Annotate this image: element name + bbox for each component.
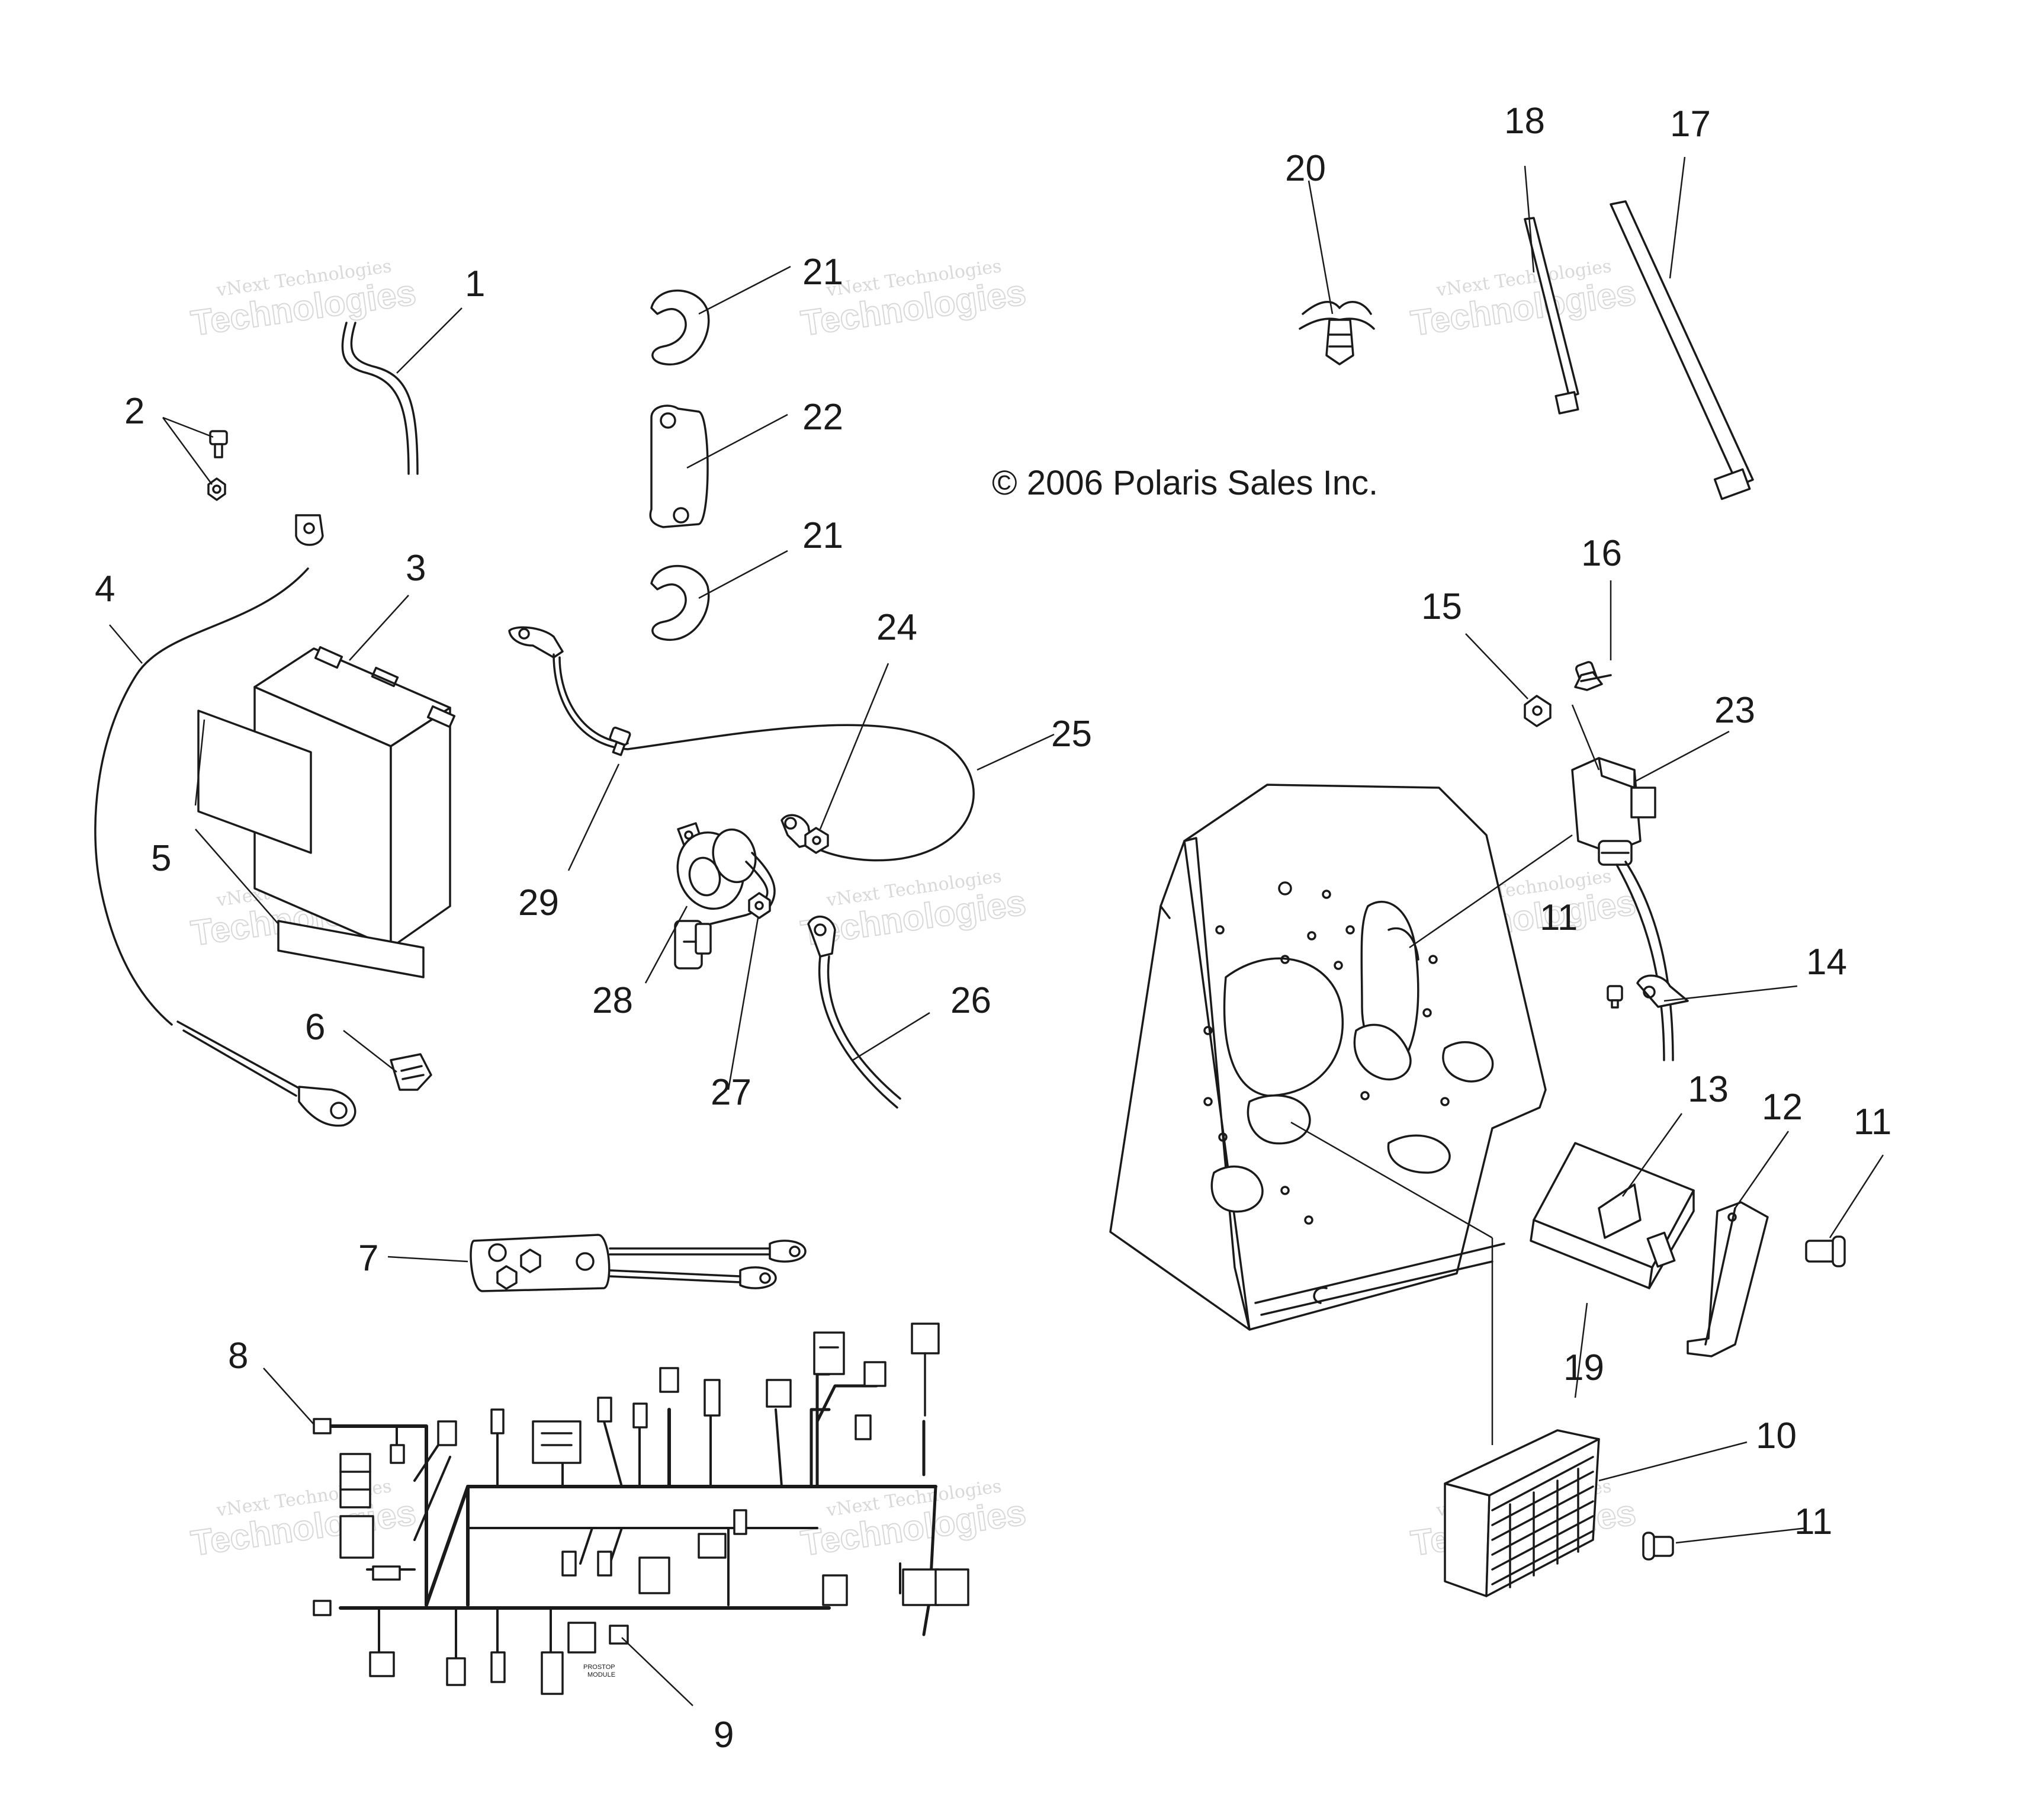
callout-22: 22 bbox=[802, 397, 843, 438]
bulkhead-plate bbox=[1109, 784, 1547, 1331]
watermark: vNext Technologies Technologies bbox=[188, 256, 419, 344]
part-25-cable bbox=[508, 626, 975, 862]
part-2-bolt-nut bbox=[207, 430, 228, 501]
callout-17: 17 bbox=[1670, 104, 1711, 145]
part-5-label bbox=[197, 710, 425, 978]
part-7-cable-assembly bbox=[470, 1234, 807, 1292]
callout-8: 8 bbox=[228, 1336, 248, 1376]
callout-21-a: 21 bbox=[802, 252, 843, 293]
part-11-bolt-bottom bbox=[1642, 1532, 1674, 1561]
part-12-bracket bbox=[1687, 1201, 1769, 1357]
part-28-solenoid bbox=[674, 822, 776, 970]
part-1-vent-tube bbox=[341, 322, 410, 475]
part-14-clamp bbox=[1636, 974, 1689, 1008]
part-13-module bbox=[1530, 1142, 1695, 1289]
part-4-cable bbox=[94, 567, 309, 1026]
part-21-clamp-bottom bbox=[650, 564, 710, 641]
part-4-cable-end bbox=[176, 1020, 303, 1097]
part-16-bolt bbox=[1574, 661, 1612, 691]
part-24-nut bbox=[804, 827, 829, 854]
callout-11-b: 11 bbox=[1854, 1102, 1891, 1142]
callout-25: 25 bbox=[1051, 714, 1092, 755]
callout-15: 15 bbox=[1421, 586, 1462, 627]
callout-20: 20 bbox=[1285, 148, 1326, 189]
part-1-vent-tube-edge bbox=[350, 322, 419, 475]
callout-13: 13 bbox=[1688, 1069, 1729, 1110]
watermark: vNext Technologies Technologies bbox=[1408, 256, 1639, 344]
leader-lines bbox=[109, 156, 1884, 1706]
part-20-push-clip bbox=[1299, 301, 1375, 365]
module-label-line1: PROSTOP bbox=[583, 1664, 615, 1671]
part-18-cable-tie bbox=[1524, 217, 1579, 415]
part-23-relay bbox=[1571, 757, 1674, 1061]
part-6-bolt bbox=[390, 1053, 432, 1091]
callout-11-c: 11 bbox=[1794, 1501, 1832, 1542]
copyright-text: © 2006 Polaris Sales Inc. bbox=[992, 464, 1378, 502]
callout-24: 24 bbox=[876, 607, 917, 648]
callouts: 1 2 3 4 5 6 7 8 9 10 11 11 11 12 13 14 1… bbox=[95, 101, 1891, 1755]
callout-10: 10 bbox=[1756, 1415, 1797, 1456]
callout-3: 3 bbox=[406, 548, 426, 589]
callout-2: 2 bbox=[124, 391, 144, 432]
ecu-fins bbox=[1491, 1456, 1594, 1588]
callout-29: 29 bbox=[518, 882, 559, 923]
callout-18: 18 bbox=[1504, 101, 1545, 142]
part-10-ecu bbox=[1444, 1429, 1600, 1597]
callout-19: 19 bbox=[1563, 1347, 1604, 1388]
part-4-ring-terminal bbox=[298, 1086, 356, 1127]
part-17-cable-tie bbox=[1610, 200, 1754, 500]
callout-6: 6 bbox=[305, 1007, 325, 1048]
callout-16: 16 bbox=[1581, 533, 1622, 574]
part-29-bolt bbox=[609, 726, 631, 756]
callout-28: 28 bbox=[592, 980, 633, 1021]
callout-4: 4 bbox=[95, 569, 115, 609]
part-21-clamp-top bbox=[650, 289, 710, 365]
callout-5: 5 bbox=[151, 838, 171, 879]
callout-27: 27 bbox=[711, 1072, 751, 1113]
callout-9: 9 bbox=[714, 1715, 734, 1755]
part-15-nut bbox=[1524, 695, 1552, 727]
terminal-cap bbox=[295, 514, 324, 546]
callout-14: 14 bbox=[1806, 942, 1847, 983]
part-22-link bbox=[649, 405, 709, 528]
callout-11-a: 11 bbox=[1540, 897, 1578, 938]
watermark: vNext Technologies Technologies bbox=[188, 1476, 419, 1564]
callout-21-b: 21 bbox=[802, 515, 843, 556]
part-27-nut bbox=[748, 892, 771, 919]
part-11-bolt-small bbox=[1607, 985, 1623, 1009]
part-11-bolt-right bbox=[1805, 1235, 1846, 1267]
callout-23: 23 bbox=[1714, 690, 1755, 731]
module-label-line2: MODULE bbox=[587, 1671, 615, 1678]
callout-1: 1 bbox=[465, 264, 485, 304]
callout-12: 12 bbox=[1762, 1087, 1803, 1128]
part-26-cable bbox=[807, 915, 901, 1109]
callout-26: 26 bbox=[950, 980, 991, 1021]
callout-7: 7 bbox=[358, 1238, 378, 1279]
part-8-wiring-harness: PROSTOP MODULE bbox=[313, 1323, 969, 1695]
